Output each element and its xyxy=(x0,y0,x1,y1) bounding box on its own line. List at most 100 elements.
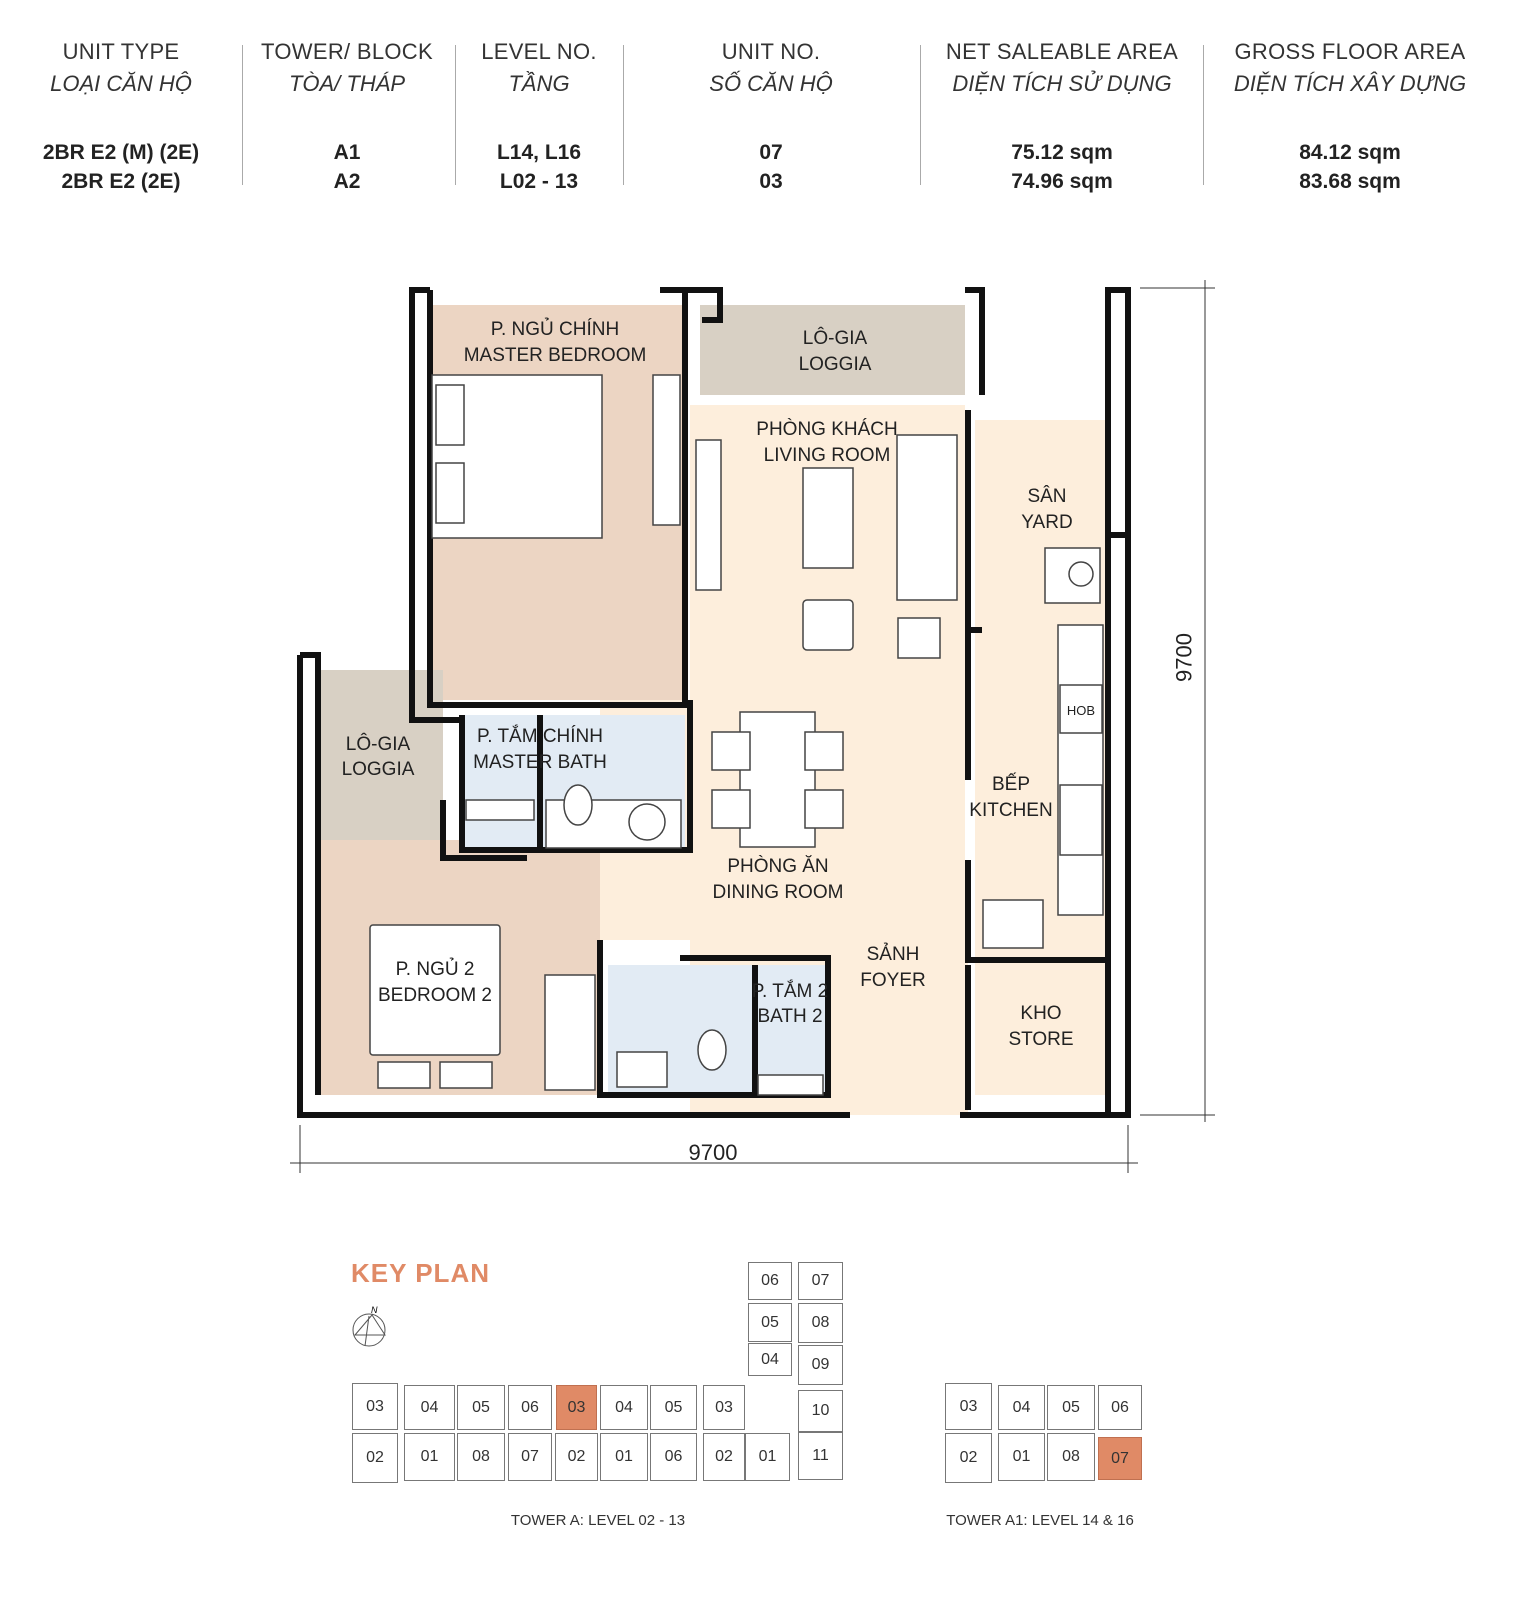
north-compass-icon: N xyxy=(352,1305,386,1347)
column-subtitle: TẦNG xyxy=(508,71,570,96)
unit: 06 xyxy=(650,1433,697,1481)
tower-a-caption: TOWER A: LEVEL 02 - 13 xyxy=(510,1512,686,1529)
dimension-lines xyxy=(290,280,1215,1173)
room-label: MASTER BEDROOM xyxy=(464,345,647,366)
value: L02 - 13 xyxy=(499,170,579,193)
divider xyxy=(1203,45,1204,185)
room-label: P. TẮM 2 xyxy=(752,980,828,1002)
unit: 02 xyxy=(555,1433,598,1481)
height-dimension: 9700 xyxy=(1172,633,1197,682)
furniture xyxy=(369,374,1104,1096)
unit: 08 xyxy=(798,1303,843,1343)
unit: 08 xyxy=(457,1433,505,1481)
room-labels: P. NGỦ CHÍNH MASTER BEDROOM LÔ-GIA LOGGI… xyxy=(342,318,1096,1050)
unit: 05 xyxy=(1047,1385,1095,1430)
room-label: PHÒNG KHÁCH xyxy=(756,418,897,440)
room-label: STORE xyxy=(1008,1029,1073,1050)
unit: 02 xyxy=(703,1433,745,1481)
column-subtitle: LOẠI CĂN HỘ xyxy=(50,71,192,96)
column-subtitle: DIỆN TÍCH XÂY DỰNG xyxy=(1233,71,1467,96)
unit-highlighted: 07 xyxy=(1098,1437,1142,1480)
room-label: DINING ROOM xyxy=(713,882,844,903)
column-subtitle: DIỆN TÍCH SỬ DỤNG xyxy=(952,71,1172,96)
value: A1 xyxy=(333,141,361,164)
room-label: BATH 2 xyxy=(757,1006,822,1027)
room-label: P. TẮM CHÍNH xyxy=(477,725,603,747)
value: 07 xyxy=(759,141,783,164)
unit: 01 xyxy=(745,1433,790,1481)
unit: 01 xyxy=(404,1433,455,1481)
room-label: LIVING ROOM xyxy=(764,445,891,466)
unit: 05 xyxy=(748,1303,792,1342)
room-label: KHO xyxy=(1020,1003,1061,1024)
unit: 04 xyxy=(404,1385,455,1430)
unit: 02 xyxy=(945,1433,992,1483)
tower-a1-caption: TOWER A1: LEVEL 14 & 16 xyxy=(946,1512,1134,1529)
column-values: 2BR E2 (M) (2E) 2BR E2 (2E) xyxy=(0,138,281,196)
value: 84.12 sqm xyxy=(1299,141,1401,164)
room-label: KITCHEN xyxy=(969,800,1052,821)
value: 2BR E2 (M) (2E) xyxy=(42,141,200,164)
unit: 04 xyxy=(748,1343,792,1376)
unit: 11 xyxy=(798,1432,843,1480)
unit: 07 xyxy=(798,1262,843,1300)
room-label: BEDROOM 2 xyxy=(378,985,492,1006)
key-plan-title: KEY PLAN xyxy=(351,1258,490,1288)
room-label: SẢNH xyxy=(867,943,920,965)
value: 03 xyxy=(759,170,783,193)
foyer-area xyxy=(828,940,968,1115)
unit: 01 xyxy=(998,1433,1045,1481)
value: 2BR E2 (2E) xyxy=(61,170,181,193)
room-label: LÔ-GIA xyxy=(803,327,868,349)
room-label: YARD xyxy=(1021,512,1072,533)
room-label: LOGGIA xyxy=(342,759,415,780)
unit: 03 xyxy=(352,1383,398,1430)
walls xyxy=(297,287,1131,1118)
unit: 10 xyxy=(798,1390,843,1432)
unit: 05 xyxy=(650,1385,697,1430)
column-values: 75.12 sqm 74.96 sqm xyxy=(902,138,1222,196)
room-label: P. NGỦ CHÍNH xyxy=(491,318,619,340)
value: A2 xyxy=(333,170,361,193)
unit: 04 xyxy=(998,1385,1045,1430)
room-label: PHÒNG ĂN xyxy=(727,855,828,877)
unit: 03 xyxy=(945,1383,992,1430)
room-label: LÔ-GIA xyxy=(346,733,411,755)
unit: 07 xyxy=(508,1433,552,1481)
value: 75.12 sqm xyxy=(1011,141,1113,164)
width-dimension: 9700 xyxy=(689,1140,738,1165)
divider xyxy=(623,45,624,185)
unit: 03 xyxy=(703,1385,745,1430)
room-label: LOGGIA xyxy=(799,354,872,375)
unit: 01 xyxy=(600,1433,648,1481)
divider xyxy=(920,45,921,185)
room-label: BẾP xyxy=(992,773,1030,795)
loggia-left-area xyxy=(318,670,443,840)
unit: 05 xyxy=(457,1385,505,1430)
unit: 02 xyxy=(352,1433,398,1483)
svg-text:N: N xyxy=(371,1305,378,1315)
unit: 06 xyxy=(1098,1385,1142,1430)
column-title: TOWER/ BLOCK xyxy=(261,39,433,64)
unit: 06 xyxy=(748,1262,792,1300)
divider xyxy=(242,45,243,185)
loggia-top-area xyxy=(700,305,965,395)
unit: 09 xyxy=(798,1345,843,1385)
floor-plan: P. NGỦ CHÍNH MASTER BEDROOM LÔ-GIA LOGGI… xyxy=(290,280,1215,1173)
unit: 06 xyxy=(508,1385,552,1430)
hob-label: HOB xyxy=(1067,703,1095,718)
column-subtitle: TÒA/ THÁP xyxy=(288,71,406,96)
unit-highlighted: 03 xyxy=(556,1385,597,1430)
value: 74.96 sqm xyxy=(1011,170,1113,193)
value: L14, L16 xyxy=(496,141,582,164)
room-label: P. NGỦ 2 xyxy=(396,958,475,980)
